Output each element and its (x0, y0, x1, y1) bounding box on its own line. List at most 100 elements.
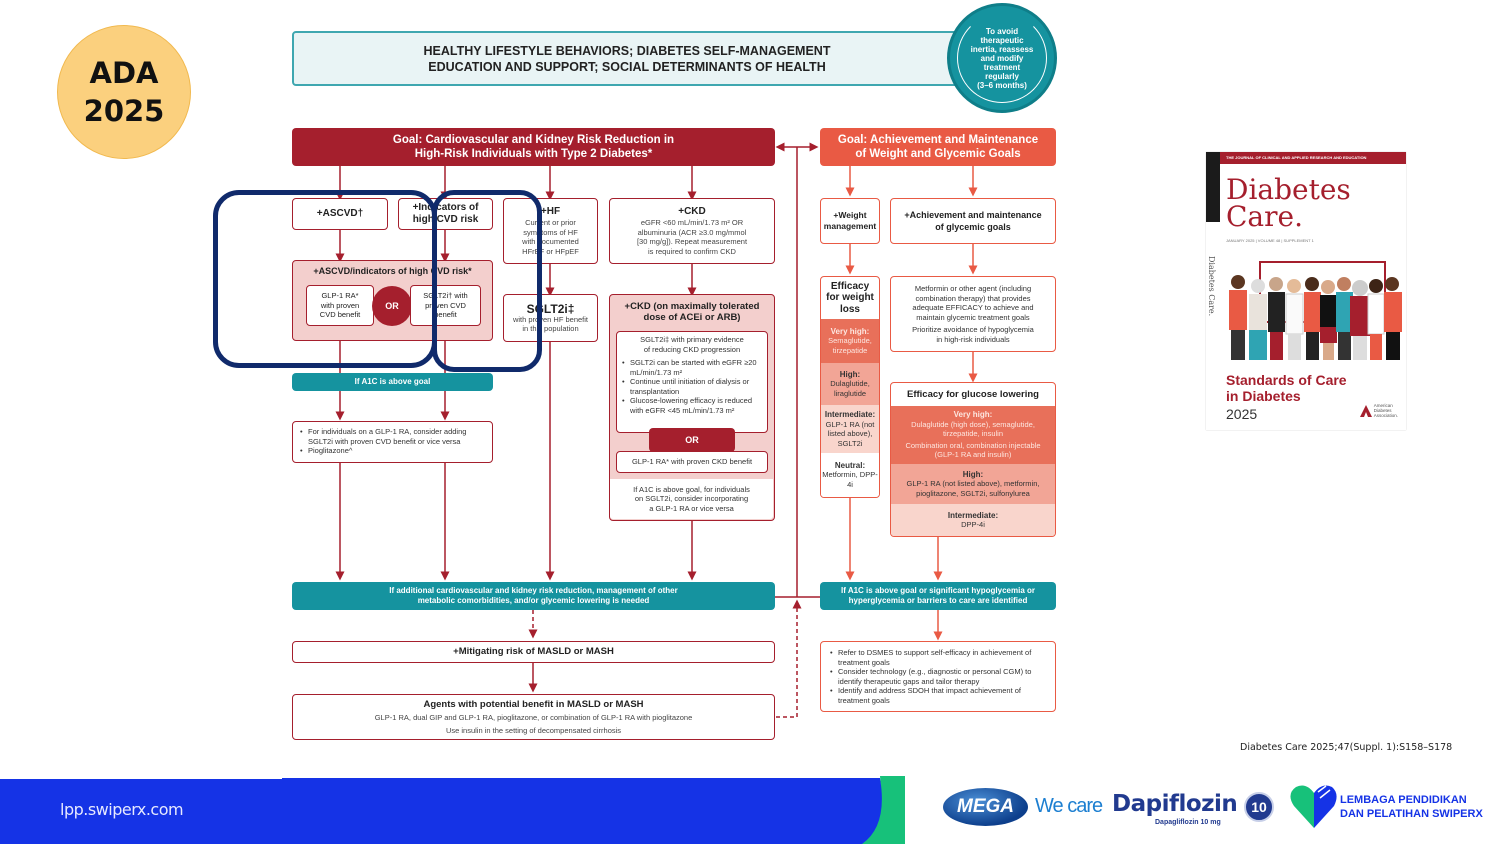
ada-text: American Diabetes Association. (1374, 403, 1398, 418)
tier-label: Very high: (953, 410, 993, 420)
glucose-efficacy-title: Efficacy for glucose lowering (907, 388, 1039, 400)
ada-line: American (1373, 403, 1393, 408)
ada-line: Diabetes (1373, 408, 1392, 413)
metformin-line: adequate EFFICACY to achieve and (912, 303, 1034, 312)
ckd-max-title: +CKD (on maximally tolerated dose of ACE… (610, 301, 774, 323)
option-line: benefit (434, 310, 457, 320)
glycemic-goals-box: +Achievement and maintenance of glycemic… (890, 198, 1056, 244)
a1c-line: hyperglycemia or barriers to care are id… (848, 596, 1028, 605)
support-bullet: Refer to DSMES to support self-efficacy … (829, 648, 1047, 667)
weight-efficacy-box: Efficacy for weight loss Very high: Sema… (820, 276, 880, 498)
footer-blue-band (0, 778, 882, 844)
ascvd-combined-box: +ASCVD/indicators of high CVD risk* GLP-… (292, 260, 493, 341)
ckd-max-box: +CKD (on maximally tolerated dose of ACE… (609, 294, 775, 521)
followup-line: If A1C is above goal, for individuals (633, 484, 750, 494)
followup-line: on SGLT2i, consider incorporating (634, 494, 749, 504)
indicators-line: high CVD risk (412, 214, 479, 225)
lifestyle-line1: HEALTHY LIFESTYLE BEHAVIORS; DIABETES SE… (423, 43, 831, 58)
tier-text: Dulaglutide, liraglutide (830, 379, 870, 398)
hf-text: with documented (522, 237, 579, 246)
ckd-max-title-line: dose of ACEi or ARB) (643, 312, 741, 323)
primary-line: of reducing CKD progression (643, 344, 741, 354)
people-group (1229, 275, 1402, 360)
lifestyle-line2: EDUCATION AND SUPPORT; SOCIAL DETERMINAN… (428, 59, 826, 74)
weight-tier-neutral: Neutral: Metformin, DPP-4i (821, 453, 879, 497)
followup-bullets: For individuals on a GLP-1 RA, consider … (299, 427, 486, 456)
sglt2-ckd-option: SGLT2i‡ with primary evidence of reducin… (616, 331, 768, 433)
agents-line: GLP-1 RA, dual GIP and GLP-1 RA, pioglit… (374, 713, 693, 722)
hf-text: symptoms of HF (523, 227, 578, 237)
citation: Diabetes Care 2025;47(Suppl. 1):S158–S17… (1240, 742, 1453, 753)
a1c-line: If A1C is above goal or significant hypo… (841, 586, 1035, 595)
hf-box: +HF Current or prior symptoms of HF with… (503, 198, 598, 264)
glucose-tier-high: High: GLP-1 RA (not listed above), metfo… (891, 464, 1055, 504)
people-illustration (1229, 261, 1402, 360)
ckd-text: eGFR <60 mL/min/1.73 m² OR (640, 218, 744, 227)
weight-line: +Weight (833, 210, 867, 220)
weight-tier-very-high: Very high: Semaglutide, tirzepatide (821, 319, 879, 363)
ckd-bullet: SGLT2i can be started with eGFR ≥20 mL/m… (621, 358, 763, 377)
cover-meta: JANUARY 2025 | VOLUME 48 | SUPPLEMENT 1 (1226, 238, 1314, 243)
achievement-line: of glycemic goals (935, 222, 1011, 232)
metformin-line: Prioritize avoidance of hypoglycemia (912, 325, 1034, 334)
cycle-arrow-icon (957, 13, 1047, 103)
dapiflozin-brand: Dapiflozin (1112, 791, 1238, 817)
ckd-title: +CKD (678, 206, 706, 217)
metformin-line: maintain glycemic treatment goals (916, 312, 1030, 322)
ckd-text: is required to confirm CKD (648, 246, 736, 256)
ckd-text: [30 mg/g]). Repeat measurement (636, 237, 748, 246)
hf-text: HFrEF or HFpEF (522, 246, 579, 256)
additional-reduction-banner: If additional cardiovascular and kidney … (292, 582, 775, 610)
option-line: with proven (320, 300, 360, 310)
glucose-tier-very-high: Very high: Dulaglutide (high dose), sema… (891, 406, 1055, 464)
lpp-swiperx-label: LEMBAGA PENDIDIKAN DAN PELATIHAN SWIPERX (1340, 793, 1483, 821)
ckd-text: albuminuria (ACR ≥3.0 mg/mmol (637, 227, 747, 237)
highlight-annotation-indicators (432, 190, 542, 372)
tier-text: GLP-1 RA (not listed above), SGLT2i (825, 419, 875, 448)
glp1-cvd-option: GLP-1 RA* with proven CVD benefit (306, 285, 374, 326)
ada-triangle-icon (1359, 404, 1372, 417)
glp1-ckd-text: GLP-1 RA* with proven CKD benefit (631, 457, 753, 467)
ascvd-box: +ASCVD† (292, 198, 388, 230)
dashed-return-arrow (776, 599, 802, 718)
additional-line: If additional cardiovascular and kidney … (389, 586, 678, 595)
reassess-circle: To avoid therapeutic inertia, reassess a… (947, 3, 1057, 113)
metformin-box: Metformin or other agent (including comb… (890, 276, 1056, 352)
weight-tier-high: High: Dulaglutide, liraglutide (821, 363, 879, 405)
dose-10-badge: 10 (1244, 792, 1274, 822)
dapiflozin-subtitle: Dapagliflozin 10 mg (1155, 819, 1221, 826)
tier-label: Intermediate: (947, 510, 999, 520)
mega-logo: MEGA (943, 788, 1028, 826)
footer-url[interactable]: lpp.swiperx.com (60, 800, 184, 819)
support-bullet: Consider technology (e.g., diagnostic or… (829, 667, 1047, 686)
tier-label: High: (839, 369, 861, 379)
primary-line: SGLT2i‡ with primary evidence (640, 335, 744, 344)
cover-side-title: Diabetes Care. (1207, 256, 1216, 317)
option-line: SGLT2i† with (423, 291, 468, 301)
tier-text: Dulaglutide (high dose), semaglutide, ti… (911, 419, 1035, 439)
sglt2-cvd-option: SGLT2i† with proven CVD benefit (410, 285, 481, 326)
goal-cardiovascular-kidney: Goal: Cardiovascular and Kidney Risk Red… (292, 128, 775, 166)
weight-management-box: +Weight management (820, 198, 880, 244)
title-line: for weight (826, 292, 874, 304)
swiperx-heart-icon (1290, 785, 1337, 828)
followup-bullet: Pioglitazone^ (299, 446, 486, 456)
followup-line: a GLP-1 RA or vice versa (649, 503, 734, 513)
metformin-line: in high-risk individuals (936, 334, 1010, 344)
agents-line: Use insulin in the setting of decompensa… (445, 725, 622, 735)
followup-bullet: For individuals on a GLP-1 RA, consider … (299, 427, 486, 446)
glycemic-a1c-banner: If A1C is above goal or significant hypo… (820, 582, 1056, 610)
goal-line: Goal: Achievement and Maintenance (837, 134, 1039, 146)
tier-text: Metformin, DPP-4i (822, 470, 878, 489)
masld-agents-box: Agents with potential benefit in MASLD o… (292, 694, 775, 740)
goal-weight-glycemic: Goal: Achievement and Maintenance of Wei… (820, 128, 1056, 166)
hf-text: Current or prior (525, 218, 576, 227)
achievement-line: +Achievement and maintenance (904, 210, 1042, 220)
cover-title: Diabetes Care. (1226, 173, 1351, 231)
ckd-followup: If A1C is above goal, for individuals on… (610, 479, 773, 519)
cover-title-line: Diabetes (1226, 173, 1351, 206)
weight-efficacy-title: Efficacy for weight loss (821, 277, 879, 319)
sglt2-hf-text: in this population (522, 324, 579, 333)
ada-logo: American Diabetes Association. (1359, 403, 1398, 418)
tier-text: Combination oral, combination injectable… (905, 440, 1041, 460)
